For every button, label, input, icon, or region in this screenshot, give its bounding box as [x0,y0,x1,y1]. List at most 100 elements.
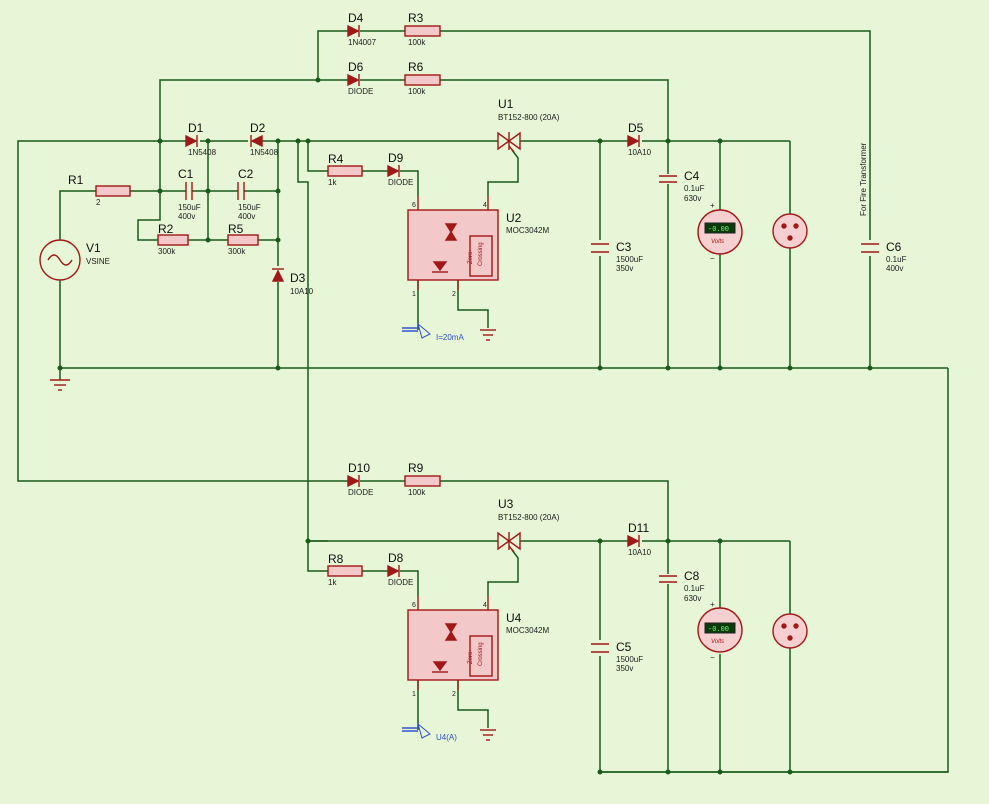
r4-value: 1k [328,178,337,187]
c6-capacitor[interactable]: C6 0.1uF 400v [861,240,907,273]
c6-value: 0.1uF [886,255,907,264]
c6-ref: C6 [886,240,902,254]
r5-resistor[interactable]: R5 300k [227,222,259,256]
r5-ref: R5 [228,222,244,236]
probe-top-label: I=20mA [436,333,464,342]
d2-value: 1N5408 [250,148,279,157]
u1-triac[interactable]: U1 BT152-800 (20A) [497,97,560,153]
d4-diode[interactable]: D4 1N4007 [347,11,377,47]
voltmeter-top-minus: − [710,254,715,263]
u3-triac[interactable]: U3 BT152-800 (20A) [497,497,560,553]
r6-resistor[interactable]: R6 100k [404,60,441,96]
voltmeter-top[interactable]: -0.00 Volts + − [697,201,743,263]
d10-diode[interactable]: D10 DIODE [347,461,373,497]
voltmeter-bottom-display: -0.00 [708,626,729,634]
d2-diode[interactable]: D2 1N5408 [250,121,279,157]
ground-icon [480,329,496,341]
r6-ref: R6 [408,60,424,74]
socket-icon[interactable] [772,613,808,649]
r5-value: 300k [228,247,246,256]
socket-icon[interactable] [772,213,808,249]
c6-rating: 400v [886,264,903,273]
d9-ref: D9 [388,151,404,165]
c8-rating: 630v [684,594,701,603]
r8-resistor[interactable]: R8 1k [327,552,363,587]
r8-value: 1k [328,578,337,587]
c2-ref: C2 [238,167,254,181]
r2-resistor[interactable]: R2 300k [157,222,189,256]
r9-value: 100k [408,488,426,497]
voltmeter-bottom-minus: − [710,653,715,662]
d4-value: 1N4007 [348,38,377,47]
d1-value: 1N5408 [188,148,217,157]
ground-icon [50,379,70,391]
u2-pin1: 1 [412,291,416,298]
r3-ref: R3 [408,11,424,25]
r3-resistor[interactable]: R3 100k [404,11,441,47]
c3-ref: C3 [616,240,632,254]
v1-value: VSINE [86,257,110,266]
c2-capacitor[interactable]: C2 150uF 400v [237,167,261,221]
u2-crossing: Crossing [478,242,484,266]
fire-transformer-note: For Fire Transformer [859,142,868,216]
c3-rating: 350v [616,264,633,273]
d8-value: DIODE [388,578,413,587]
c8-capacitor[interactable]: C8 0.1uF 630v [659,569,705,603]
v1-sine-source[interactable]: V1 VSINE [39,239,110,281]
r8-ref: R8 [328,552,344,566]
r9-resistor[interactable]: R9 100k [404,461,441,497]
c1-capacitor[interactable]: C1 150uF 400v [178,167,201,221]
r4-ref: R4 [328,152,344,166]
d11-diode[interactable]: D11 10A10 [627,521,652,557]
c4-rating: 630v [684,194,701,203]
c5-capacitor[interactable]: C5 1500uF 350v [591,640,643,673]
r3-value: 100k [408,38,426,47]
u2-pin6: 6 [412,202,416,209]
d10-ref: D10 [348,461,370,475]
u2-zero: Zero [468,251,474,264]
c1-rating: 400v [178,212,195,221]
u3-value: BT152-800 (20A) [498,513,560,522]
c5-value: 1500uF [616,655,643,664]
d1-diode[interactable]: D1 1N5408 [185,121,217,157]
c5-ref: C5 [616,640,632,654]
d6-ref: D6 [348,60,364,74]
d3-value: 10A10 [290,287,314,296]
u4-ref: U4 [506,611,522,625]
voltmeter-bottom-label: Volts [711,639,724,645]
junctions [57,77,873,775]
ground-icon [480,729,496,741]
voltage-probe[interactable]: U4(A) [402,722,457,742]
c3-value: 1500uF [616,255,643,264]
voltmeter-top-display: -0.00 [708,226,729,234]
current-probe[interactable]: I=20mA [402,322,464,342]
d5-value: 10A10 [628,148,652,157]
d8-diode[interactable]: D8 DIODE [387,551,413,587]
voltmeter-top-label: Volts [711,239,724,245]
d5-diode[interactable]: D5 10A10 [627,121,652,157]
probe-bottom-label: U4(A) [436,733,457,742]
d3-diode[interactable]: D3 10A10 [271,268,314,296]
u4-pin2: 2 [452,691,456,698]
r1-ref: R1 [68,173,84,187]
u4-optocoupler[interactable]: Zero Crossing 6 4 1 2 U4 MOC3042M [407,596,549,698]
c4-ref: C4 [684,169,700,183]
c8-ref: C8 [684,569,700,583]
r1-resistor[interactable]: R1 2 [68,173,131,207]
d9-diode[interactable]: D9 DIODE [387,151,413,187]
c4-capacitor[interactable]: C4 0.1uF 630v [659,169,705,203]
d6-diode[interactable]: D6 DIODE [347,60,373,96]
r4-resistor[interactable]: R4 1k [327,152,363,187]
voltmeter-bottom[interactable]: -0.00 Volts + − [697,600,743,662]
d10-value: DIODE [348,488,373,497]
d1-ref: D1 [188,121,204,135]
r6-value: 100k [408,87,426,96]
c3-capacitor[interactable]: C3 1500uF 350v [591,240,643,273]
d6-value: DIODE [348,87,373,96]
u2-optocoupler[interactable]: Zero Crossing 6 4 1 2 U2 MOC3042M [407,196,549,298]
u4-pin6: 6 [412,602,416,609]
c1-ref: C1 [178,167,194,181]
d8-ref: D8 [388,551,404,565]
